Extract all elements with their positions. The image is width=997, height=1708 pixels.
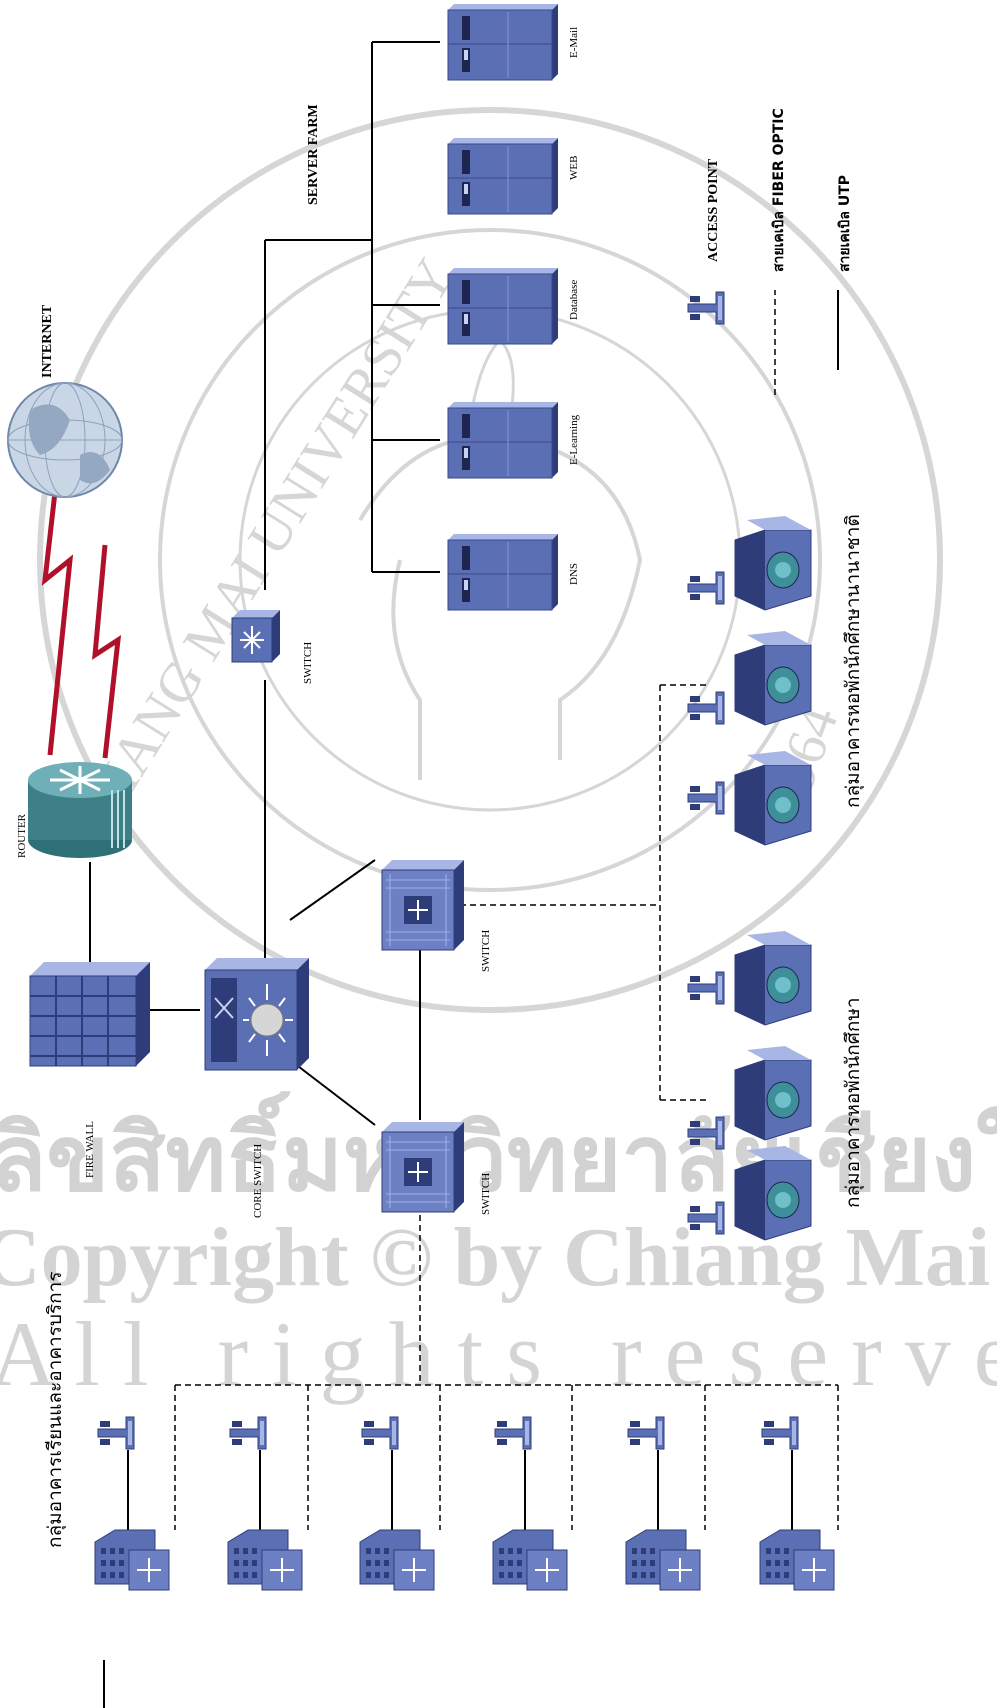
classroom-building-icon: [94, 1529, 170, 1591]
classroom-building-icon: [227, 1529, 303, 1591]
access-point-icon: [229, 1416, 267, 1450]
server-label-elearning: E-Learning: [568, 414, 580, 465]
dorm-building-icon: [734, 630, 812, 726]
utp-links: [41, 41, 839, 1708]
firewall-icon: [29, 962, 150, 1067]
access-point-icon: [687, 571, 725, 605]
internet-globe-icon: [7, 382, 123, 498]
watermark-line-copyright: Copyright © by Chiang Mai University: [0, 1211, 997, 1304]
server-icon-dns: [447, 533, 559, 611]
access-point-icon: [761, 1416, 799, 1450]
access-point-icon: [687, 291, 725, 325]
server-label-dns: DNS: [568, 562, 580, 585]
server-icon-web: [447, 137, 559, 215]
core-switch-icon: [204, 958, 309, 1071]
access-point-icon: [687, 691, 725, 725]
access-point-icon: [627, 1416, 665, 1450]
switch-icon: [231, 609, 281, 663]
internet-label: INTERNET: [40, 304, 55, 378]
server-farm-label: SERVER FARM: [306, 104, 321, 205]
server-icon-email: [447, 3, 559, 81]
group-dorm-label: กลุ่มอาคารหอพักนักศึกษา: [842, 997, 864, 1208]
access-point-icon: [687, 971, 725, 1005]
switch-icon: [381, 859, 465, 951]
switch-label: SWITCH: [480, 1172, 492, 1215]
watermark-seal: [37, 107, 943, 1013]
dorm-building-icon: [734, 1045, 812, 1141]
fiber-legend-label: สายเคเบิล FIBER OPTIC: [771, 108, 787, 272]
server-label-email: E-Mail: [568, 26, 580, 58]
server-icon-database: [447, 267, 559, 345]
router-icon: [28, 762, 132, 858]
classroom-building-icon: [759, 1529, 835, 1591]
watermark-line-rights: A l l r i g h t s r e s e r v e d: [0, 1303, 997, 1405]
classroom-building-icon: [625, 1529, 701, 1591]
switch-label: SWITCH: [480, 929, 492, 972]
classroom-building-icon: [492, 1529, 568, 1591]
dorm-building-icon: [734, 515, 812, 611]
group-intl-dorm-label: กลุ่มอาคารหอพักนักศึกษานานาชาติ: [842, 514, 864, 808]
fiber-links: [174, 290, 839, 1530]
dorm-building-icon: [734, 930, 812, 1026]
firewall-label: FIRE WALL: [84, 1121, 96, 1178]
server-label-web: WEB: [568, 155, 580, 180]
server-icon-elearning: [447, 401, 559, 479]
utp-legend-label: สายเคเบิล UTP: [837, 174, 853, 272]
core-switch-label: CORE SWITCH: [252, 1143, 264, 1218]
group-classroom-label: กลุ่มอาคารเรียนและอาคารบริการ: [44, 1271, 66, 1548]
server-label-database: Database: [568, 279, 580, 320]
access-point-icon: [361, 1416, 399, 1450]
classroom-building-icon: [359, 1529, 435, 1591]
switch-icon: [381, 1121, 465, 1213]
watermark-line-thai: ลิขสิทธิ์มหาวิทยาลัยเชียงใหม่: [0, 1090, 997, 1212]
access-point-icon: [494, 1416, 532, 1450]
access-point-icon: [97, 1416, 135, 1450]
switch-label: SWITCH: [302, 641, 314, 684]
router-label: ROUTER: [16, 814, 28, 858]
access-point-label: ACCESS POINT: [706, 158, 721, 262]
